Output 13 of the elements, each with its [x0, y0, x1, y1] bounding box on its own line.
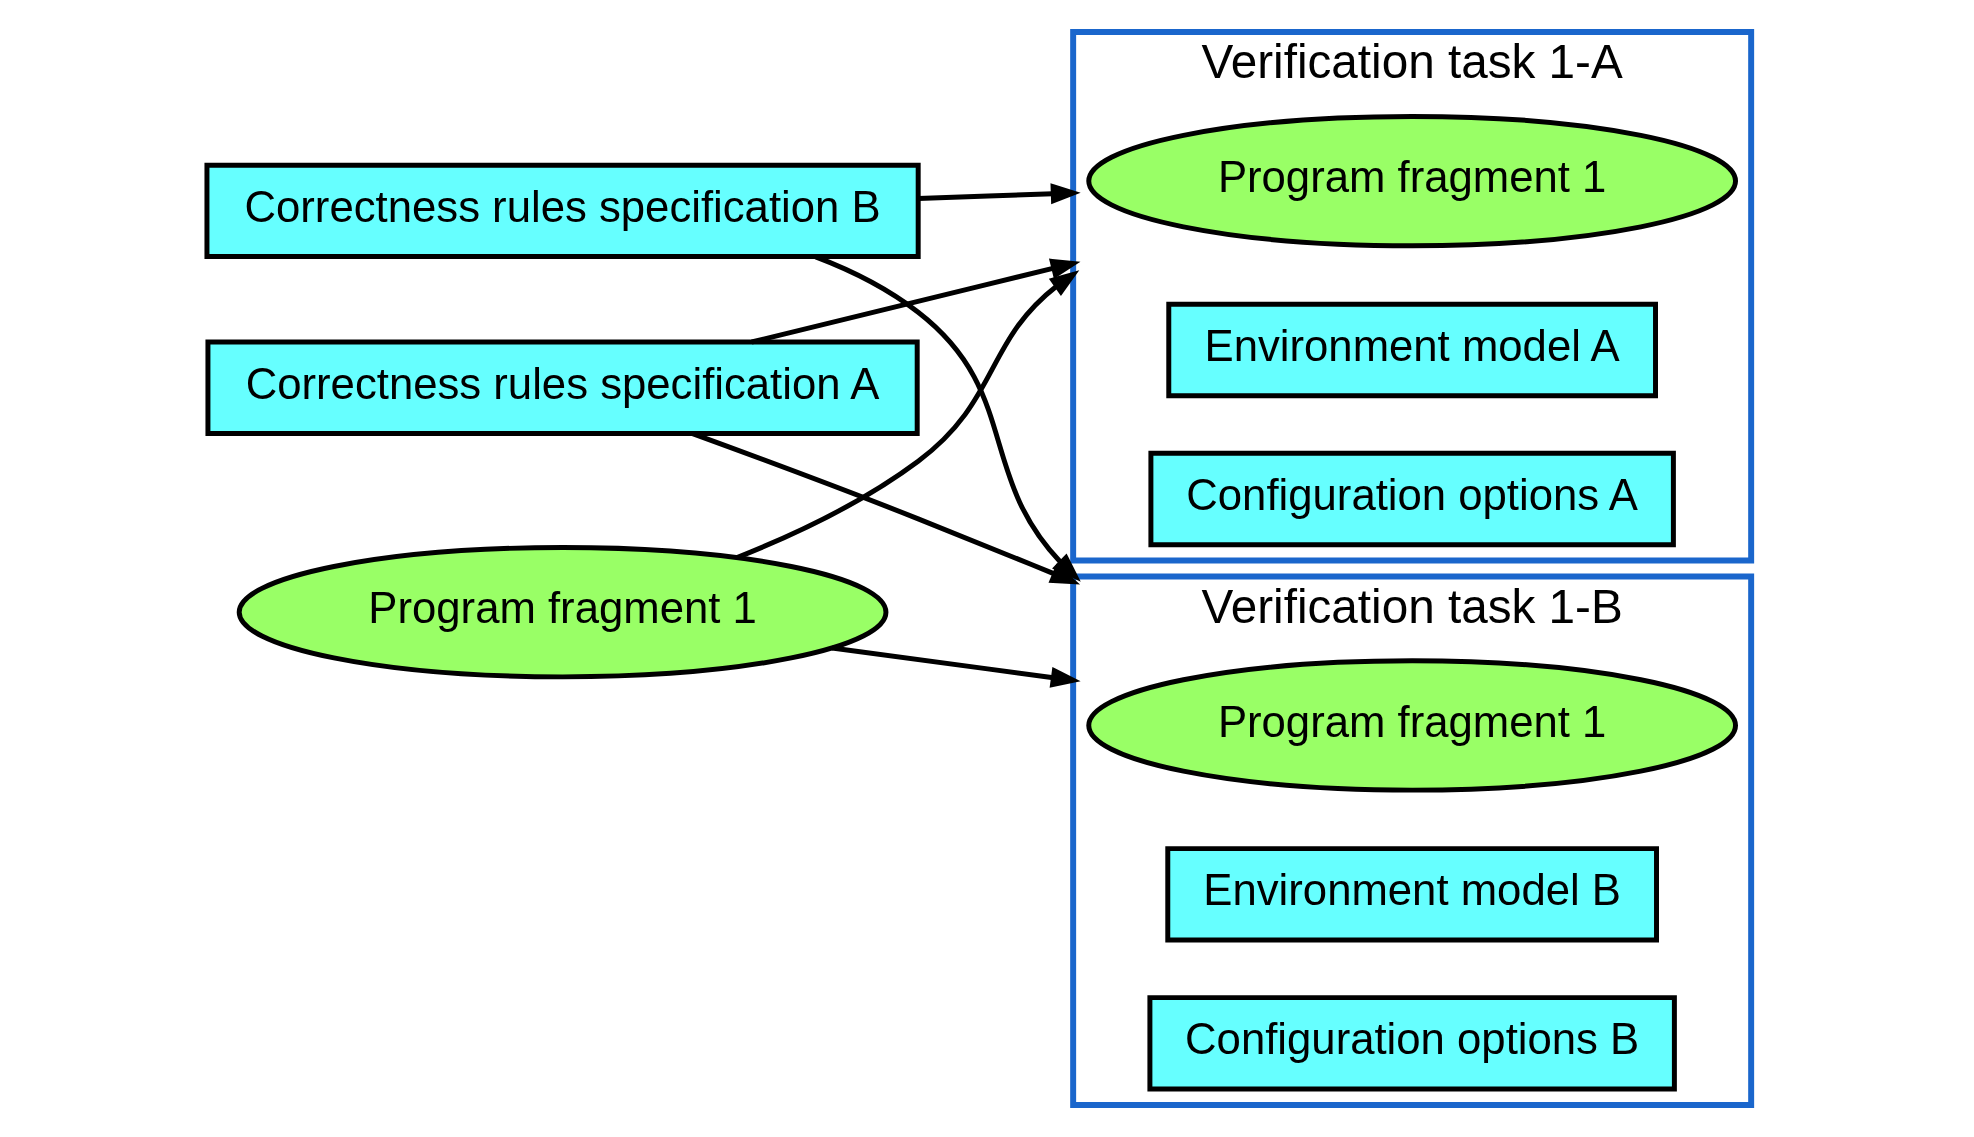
node-box: Configuration options A	[1148, 450, 1676, 548]
node-ellipse: Program fragment 1	[236, 545, 889, 680]
node-box: Correctness rules specification A	[205, 339, 920, 436]
arrow	[831, 645, 1081, 688]
node-box: Environment model A	[1166, 301, 1658, 399]
node-box: Configuration options B	[1147, 995, 1677, 1092]
arrow	[751, 258, 1081, 345]
arrow	[736, 270, 1080, 560]
node-ellipse: Program fragment 1	[1086, 113, 1738, 249]
node-box: Correctness rules specification B	[204, 162, 921, 260]
arrow	[918, 183, 1081, 205]
node-ellipse: Program fragment 1	[1086, 658, 1738, 793]
node-box: Environment model B	[1165, 846, 1659, 943]
